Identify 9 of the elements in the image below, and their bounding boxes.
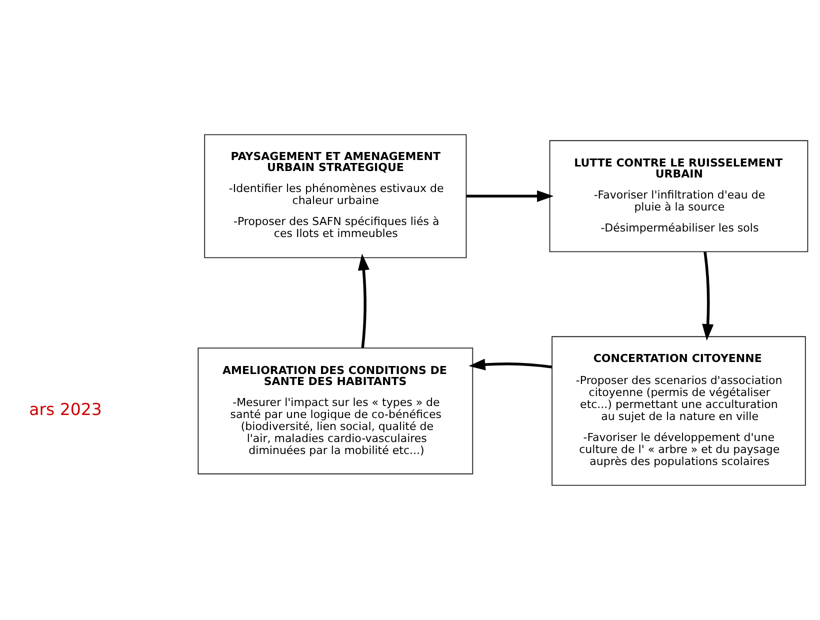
node-box: CONCERTATION CITOYENNE -Proposer des scenarios d'association citoyenne (permis de végétaliser etc...) permettant une acculturation au sujet de la nature en ville -Favoriser le développement d'une culture de l' « arbre » et du paysage auprès des populations scolaires: [552, 336, 806, 486]
label: ars 2023: [29, 400, 102, 420]
arrow: [468, 358, 552, 370]
arrow: [466, 190, 554, 202]
node-box: PAYSAGEMENT ET AMENAGEMENT URBAIN STRATEGIQUE -Identifier les phénomènes estivaux de chaleur urbaine -Proposer des SAFN spécifiques liés à ces Ilots et immeubles: [204, 134, 467, 258]
arrow: [358, 254, 370, 348]
node-box: AMELIORATION DES CONDITIONS DE SANTE DES HABITANTS -Mesurer l'impact sur les « types » de santé par une logique de co-bénéfices (biodiversité, lien social, qualité de l'air, maladies cardio-vasculaires diminuées par la mobilité etc...): [198, 348, 474, 474]
arrow: [702, 252, 714, 341]
node-box: LUTTE CONTRE LE RUISSELEMENT URBAIN -Favoriser l'infiltration d'eau de pluie à la source -Désimperméabiliser les sols: [549, 140, 808, 252]
